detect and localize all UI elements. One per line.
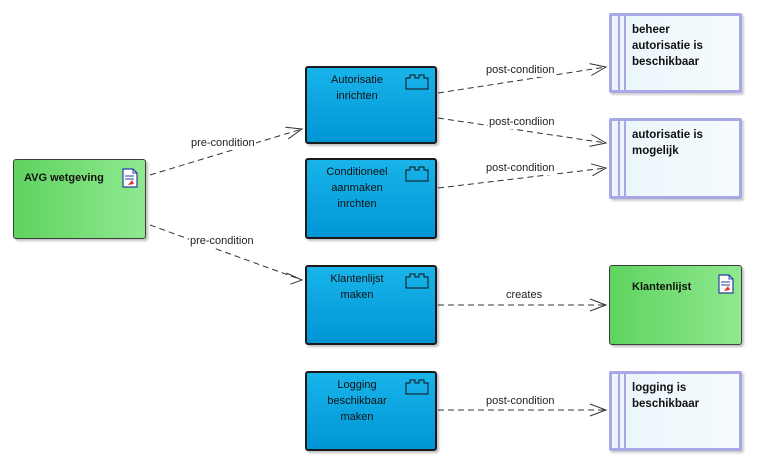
node-label: Logging beschikbaar maken	[327, 379, 387, 423]
component-icon	[405, 273, 429, 289]
node-label: Klantenlijst	[632, 281, 692, 293]
node-label: beheer autorisatie is beschikbaar	[632, 24, 703, 68]
artifact-avg-wetgeving[interactable]: AVG wetgeving	[13, 159, 146, 239]
state-logging-beschikbaar[interactable]: logging is beschikbaar	[609, 371, 742, 451]
arrowhead	[590, 163, 608, 177]
node-label: logging is beschikbaar	[632, 382, 700, 410]
arrowhead	[589, 63, 608, 76]
edge-label-post-condition: post-condition	[485, 395, 556, 408]
edge-conditioneel-to-mogelijk[interactable]	[437, 167, 607, 189]
component-icon	[405, 74, 429, 90]
edge-autorisatie-to-mogelijk[interactable]	[437, 117, 607, 144]
edge-label-pre-condition: pre-condition	[189, 235, 255, 248]
state-autorisatie-mogelijk[interactable]: autorisatie is mogelijk	[609, 118, 742, 199]
process-conditioneel-aanmaken[interactable]: Conditioneel aanmaken inrchten	[305, 158, 437, 239]
process-klantenlijst-maken[interactable]: Klantenlijst maken	[305, 265, 437, 345]
state-bar	[624, 121, 626, 196]
node-label: Conditioneel aanmaken inrchten	[326, 166, 388, 210]
document-icon	[122, 168, 138, 188]
state-beheer-autorisatie[interactable]: beheer autorisatie is beschikbaar	[609, 13, 742, 93]
state-bar	[618, 16, 620, 90]
arrowhead	[286, 272, 304, 285]
edge-label-creates: creates	[505, 289, 544, 302]
arrowhead	[589, 403, 608, 417]
node-label: AVG wetgeving	[24, 172, 104, 184]
arrowhead	[285, 126, 304, 140]
edge-label-post-condition: post-condiion	[488, 116, 556, 129]
artifact-klantenlijst[interactable]: Klantenlijst	[609, 265, 742, 345]
edge-label-post-condition: post-condition	[485, 64, 556, 77]
edge-avg-to-autorisatie[interactable]	[149, 128, 303, 176]
document-icon	[718, 274, 734, 294]
state-bar	[618, 374, 620, 448]
edge-avg-to-klantenlijst[interactable]	[149, 224, 303, 281]
edge-autorisatie-to-beheer[interactable]	[437, 66, 607, 94]
process-autorisatie-inrichten[interactable]: Autorisatie inrichten	[305, 66, 437, 144]
arrowhead	[589, 298, 608, 312]
edge-label-post-condition: post-condition	[485, 162, 556, 175]
node-label: Klantenlijst maken	[330, 273, 384, 301]
node-label: Autorisatie inrichten	[331, 74, 383, 102]
component-icon	[405, 166, 429, 182]
state-bar	[624, 16, 626, 90]
process-logging-beschikbaar[interactable]: Logging beschikbaar maken	[305, 371, 437, 451]
component-icon	[405, 379, 429, 395]
edge-label-pre-condition: pre-condition	[190, 137, 256, 150]
state-bar	[618, 121, 620, 196]
node-label: autorisatie is mogelijk	[632, 129, 703, 157]
state-bar	[624, 374, 626, 448]
arrowhead	[589, 134, 608, 147]
